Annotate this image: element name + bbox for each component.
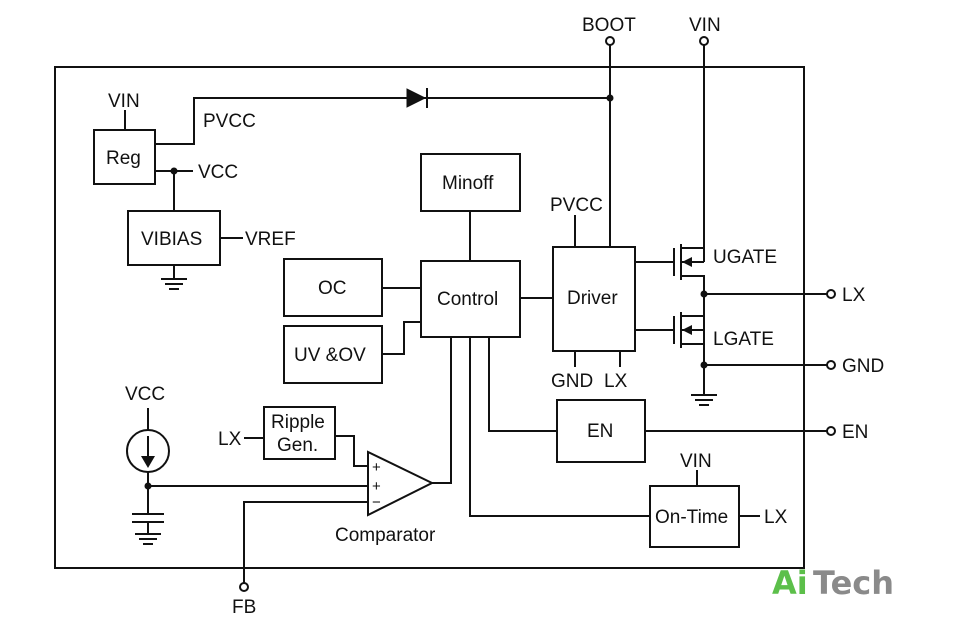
control-block: Control <box>420 260 521 338</box>
vibias-label: VIBIAS <box>141 229 202 250</box>
pin-lx: LX <box>700 285 866 306</box>
vibias-ground-icon <box>161 278 187 290</box>
cap-ground-icon <box>135 533 161 545</box>
uv-ov-label: UV &OV <box>294 345 366 366</box>
ugate-label: UGATE <box>713 247 777 268</box>
reg-vin-label: VIN <box>108 91 140 112</box>
pin-boot-label: BOOT <box>582 15 636 36</box>
ripple-label-2: Gen. <box>277 435 318 456</box>
reg-label: Reg <box>106 148 141 169</box>
driver-block: Driver PVCC GND LX <box>520 195 636 392</box>
pin-boot: BOOT <box>582 15 636 247</box>
pin-gnd-label: GND <box>842 356 884 377</box>
driver-pvcc-label: PVCC <box>550 195 603 216</box>
ripple-gen-block: LX Ripple Gen. <box>218 406 368 467</box>
on-time-block: On-Time VIN LX <box>469 337 788 548</box>
reg-block: VIN Reg <box>93 91 156 185</box>
pin-gnd: GND <box>700 356 884 377</box>
pin-en-label: EN <box>842 422 868 443</box>
pin-fb-label: FB <box>232 597 256 618</box>
on-time-label: On-Time <box>655 507 728 528</box>
lgate-label: LGATE <box>713 329 774 350</box>
pin-fb: FB <box>232 501 368 618</box>
pvcc-rail: PVCC <box>155 94 614 145</box>
mosfet-ground-icon <box>691 394 717 406</box>
control-label: Control <box>437 289 498 310</box>
high-side-mosfet: UGATE <box>635 240 777 294</box>
ripple-lx-label: LX <box>218 429 242 450</box>
pvcc-label: PVCC <box>203 111 256 132</box>
vref-label: VREF <box>245 229 296 250</box>
oc-label: OC <box>318 278 347 299</box>
logo-part-tech: Tech <box>813 564 894 602</box>
en-block: EN <box>488 337 646 463</box>
low-side-mosfet: LGATE <box>635 294 774 395</box>
on-time-vin-label: VIN <box>680 451 712 472</box>
comparator: + + − Comparator <box>335 337 452 546</box>
on-time-lx-label: LX <box>764 507 788 528</box>
minoff-block: Minoff <box>420 153 521 261</box>
uv-ov-block: UV &OV <box>283 321 421 384</box>
logo-part-ai: Ai <box>772 564 808 602</box>
comparator-plus-1: + <box>372 459 381 476</box>
pin-vin-label: VIN <box>689 15 721 36</box>
comparator-minus: − <box>372 494 381 511</box>
pin-en: EN <box>645 422 868 443</box>
driver-gnd-label: GND <box>551 371 593 392</box>
pin-vin: VIN <box>689 15 721 240</box>
oc-block: OC <box>283 258 421 317</box>
aitech-logo: Ai Tech <box>772 564 894 602</box>
vcc-node: VCC <box>155 162 238 211</box>
comparator-plus-2: + <box>372 478 381 495</box>
capacitor-icon <box>132 513 164 534</box>
driver-label: Driver <box>567 288 618 309</box>
current-source: VCC <box>125 384 368 514</box>
boot-diode <box>406 88 428 108</box>
vibias-block: VIBIAS VREF <box>127 210 296 279</box>
cs-vcc-label: VCC <box>125 384 165 405</box>
ripple-label-1: Ripple <box>271 412 325 433</box>
comparator-label: Comparator <box>335 525 436 546</box>
driver-lx-label: LX <box>604 371 628 392</box>
chip-outline <box>54 66 805 569</box>
minoff-label: Minoff <box>442 173 494 194</box>
pin-lx-label: LX <box>842 285 866 306</box>
en-block-label: EN <box>587 421 613 442</box>
vcc-label: VCC <box>198 162 238 183</box>
